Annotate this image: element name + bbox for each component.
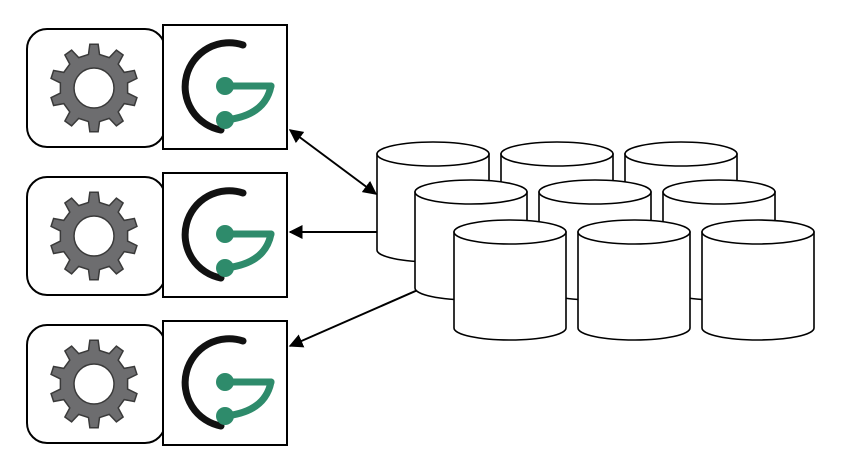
- git-sync-logo-icon: [181, 39, 275, 134]
- gear-icon: [50, 191, 138, 281]
- node-1: [26, 24, 288, 150]
- database-cylinder-icon: [453, 219, 567, 341]
- node-stack: [26, 24, 288, 446]
- node-2: [26, 172, 288, 298]
- git-sync-logo-icon: [181, 187, 275, 282]
- database-cylinder-icon: [577, 219, 691, 341]
- gear-icon: [50, 339, 138, 429]
- gear-icon: [50, 43, 138, 133]
- database-cylinder-icon: [701, 219, 815, 341]
- node-3: [26, 320, 288, 446]
- storage-cluster: [376, 141, 815, 341]
- connection-arrow-1: [288, 129, 378, 195]
- git-sync-logo-icon: [181, 335, 275, 430]
- storage-row-3: [453, 219, 815, 341]
